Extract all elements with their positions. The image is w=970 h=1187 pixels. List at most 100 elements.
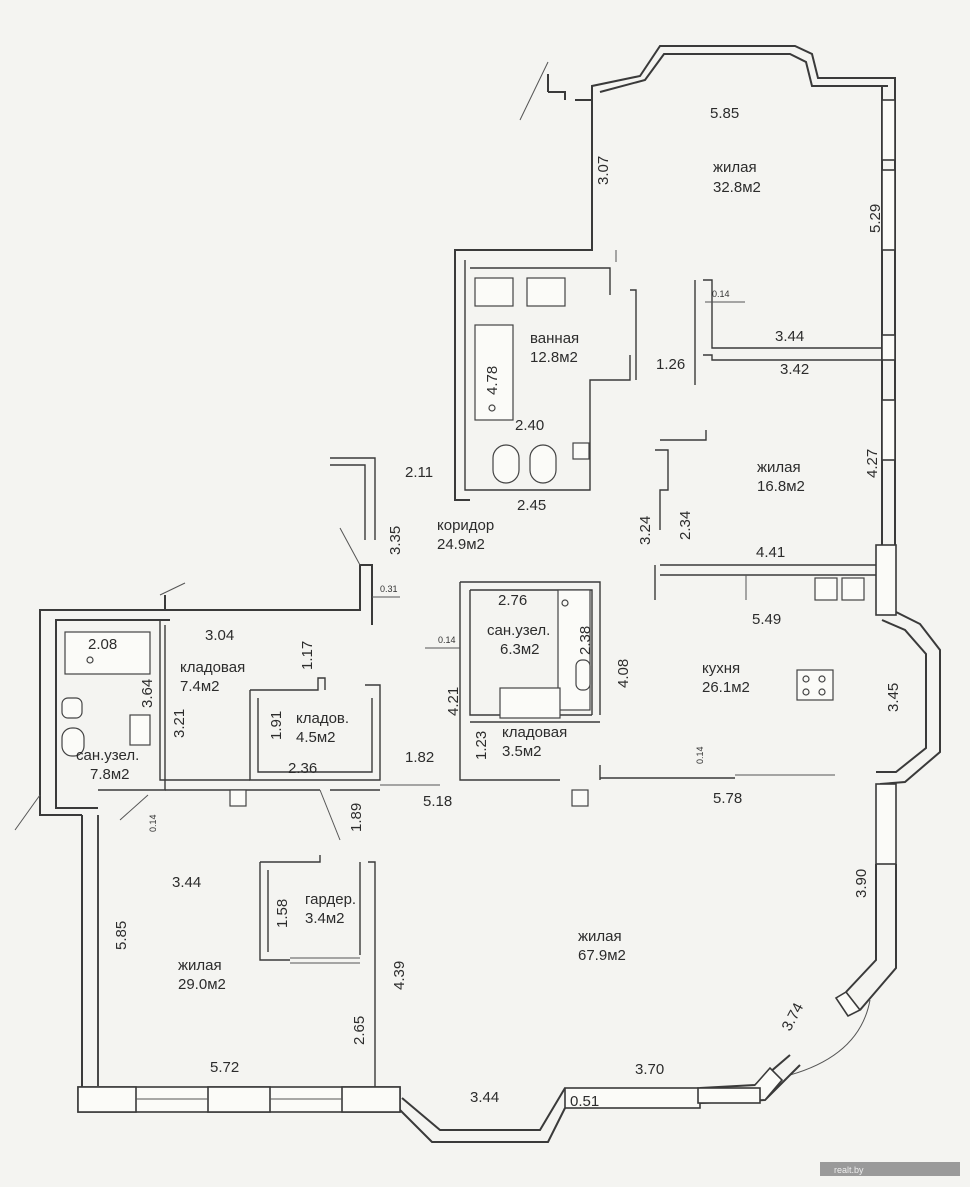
dimension-label: 3.45 xyxy=(885,683,902,712)
dimension-label: 4.27 xyxy=(864,449,881,478)
room-label-area: 16.8м2 xyxy=(757,478,805,495)
dimension-label: 1.17 xyxy=(299,641,316,670)
dimension-label: 0.14 xyxy=(148,814,158,832)
room-label-area: 32.8м2 xyxy=(713,179,761,196)
dimension-label: 5.85 xyxy=(710,105,739,122)
dimension-label: 3.21 xyxy=(171,709,188,738)
dimension-label: 0.31 xyxy=(380,584,398,594)
room-labels: жилая 32.8м2 ванная 12.8м2 жилая 16.8м2 … xyxy=(76,159,805,993)
interior-walls xyxy=(55,250,882,1087)
shaft-icon xyxy=(572,442,590,460)
room-label-area: 29.0м2 xyxy=(178,976,226,993)
dimension-label: 1.91 xyxy=(268,711,285,740)
dimension-label: 0.14 xyxy=(712,289,730,299)
dimension-label: 3.44 xyxy=(172,874,201,891)
room-label-name: кладов. xyxy=(296,710,349,727)
room-label-name: гардер. xyxy=(305,891,356,908)
room-label-area: 6.3м2 xyxy=(500,641,540,658)
dimension-labels: 5.85 3.07 5.29 0.14 3.44 3.42 1.26 4.78 … xyxy=(88,105,902,1110)
dimension-label: 5.85 xyxy=(113,921,130,950)
room-label-area: 12.8м2 xyxy=(530,349,578,366)
dimension-label: 0.14 xyxy=(438,635,456,645)
sink-icon xyxy=(841,577,865,601)
dimension-label: 1.82 xyxy=(405,749,434,766)
dimension-label: 3.04 xyxy=(205,627,234,644)
dimension-label: 2.76 xyxy=(498,592,527,609)
dimension-label: 0.14 xyxy=(695,746,705,764)
dimension-label: 3.24 xyxy=(637,516,654,545)
room-label-area: 7.4м2 xyxy=(180,678,220,695)
dimension-label: 2.34 xyxy=(677,511,694,540)
room-label-area: 4.5м2 xyxy=(296,729,336,746)
dimension-label: 2.36 xyxy=(288,760,317,777)
room-label-name: ванная xyxy=(530,330,579,347)
sink-icon xyxy=(474,277,514,307)
shaft-icon xyxy=(229,789,247,807)
dimension-label: 5.18 xyxy=(423,793,452,810)
washbasin-icon xyxy=(499,687,561,719)
dimension-label: 4.41 xyxy=(756,544,785,561)
dimension-label: 5.72 xyxy=(210,1059,239,1076)
room-label-name: коридор xyxy=(437,517,494,534)
room-label-name: жилая xyxy=(578,928,622,945)
sink-icon xyxy=(526,277,566,307)
room-label-name: кладовая xyxy=(180,659,245,676)
room-label-area: 3.4м2 xyxy=(305,910,345,927)
bidet-icon xyxy=(529,444,557,484)
room-label-area: 67.9м2 xyxy=(578,947,626,964)
dimension-label: 3.07 xyxy=(595,156,612,185)
dimension-label: 2.08 xyxy=(88,636,117,653)
dimension-label: 3.70 xyxy=(635,1061,664,1078)
watermark: realt.by xyxy=(834,1165,864,1175)
dimension-label: 5.78 xyxy=(713,790,742,807)
toilet-icon xyxy=(575,659,591,691)
bathtub-icon xyxy=(64,631,151,675)
room-label-name: жилая xyxy=(757,459,801,476)
dimension-label: 2.40 xyxy=(515,417,544,434)
dimension-label: 2.65 xyxy=(351,1016,368,1045)
room-label-name: жилая xyxy=(713,159,757,176)
dimension-label: 3.90 xyxy=(853,869,870,898)
toilet-icon xyxy=(492,444,520,484)
stove-icon xyxy=(796,669,834,701)
room-label-name: кладовая xyxy=(502,724,567,741)
dimension-label: 3.74 xyxy=(779,1000,808,1034)
dimension-label: 4.21 xyxy=(445,687,462,716)
dimension-label: 1.89 xyxy=(348,803,365,832)
dimension-label: 4.78 xyxy=(484,366,501,395)
outer-walls xyxy=(14,45,941,1143)
bathtub-icon xyxy=(474,324,514,421)
room-label-area: 7.8м2 xyxy=(90,766,130,783)
toilet-icon xyxy=(61,727,85,757)
room-label-name: сан.узел. xyxy=(76,747,139,764)
washer-icon xyxy=(129,714,151,746)
dimension-label: 3.64 xyxy=(139,679,156,708)
dimension-label: 3.44 xyxy=(775,328,804,345)
sink-icon xyxy=(814,577,838,601)
sink-icon xyxy=(61,697,83,719)
watermark-badge xyxy=(820,1162,960,1176)
dimension-label: 1.58 xyxy=(274,899,291,928)
dimension-label: 2.11 xyxy=(405,464,433,481)
dimension-label: 4.39 xyxy=(391,961,408,990)
room-label-area: 26.1м2 xyxy=(702,679,750,696)
dimension-label: 5.49 xyxy=(752,611,781,628)
dimension-label: 1.23 xyxy=(473,731,490,760)
dimension-label: 3.42 xyxy=(780,361,809,378)
dimension-label: 4.08 xyxy=(615,659,632,688)
room-label-name: кухня xyxy=(702,660,740,677)
dimension-label: 1.26 xyxy=(656,356,685,373)
room-label-name: сан.узел. xyxy=(487,622,550,639)
dimension-label: 5.29 xyxy=(867,204,884,233)
dimension-label: 2.45 xyxy=(517,497,546,514)
room-label-area: 3.5м2 xyxy=(502,743,542,760)
room-label-name: жилая xyxy=(178,957,222,974)
dimension-label: 0.51 xyxy=(570,1093,599,1110)
fixtures xyxy=(61,277,865,807)
shaft-icon xyxy=(571,789,589,807)
dimension-label: 3.35 xyxy=(387,526,404,555)
dimension-label: 3.44 xyxy=(470,1089,499,1106)
dimension-label: 2.38 xyxy=(577,626,594,655)
room-label-area: 24.9м2 xyxy=(437,536,485,553)
